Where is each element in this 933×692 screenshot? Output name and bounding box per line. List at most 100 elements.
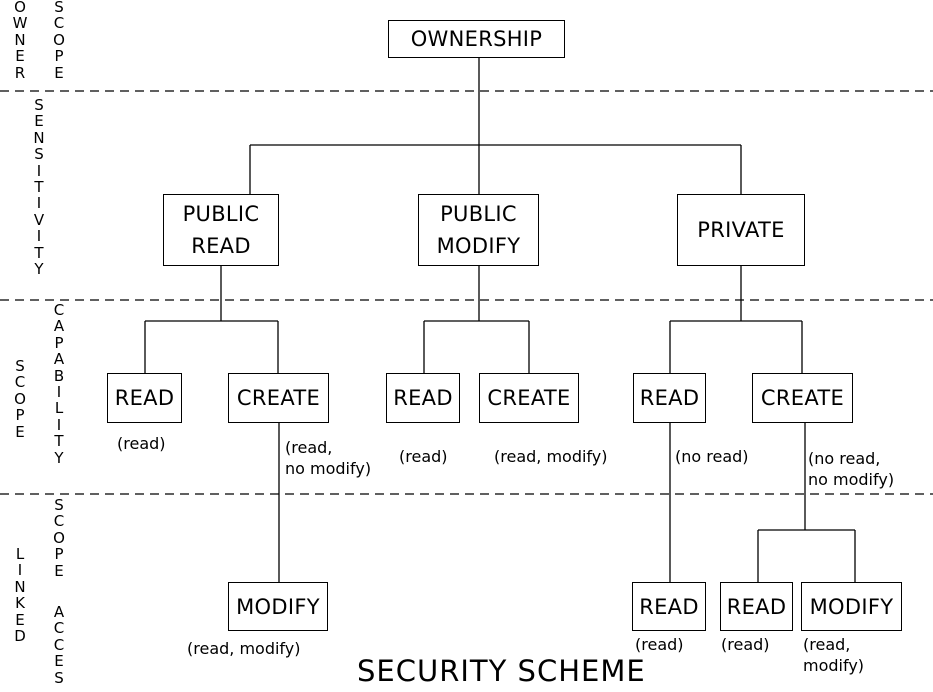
side-label-letter: E (54, 652, 64, 671)
node-label: CREATE (487, 386, 571, 410)
side-label-letter: O (14, 0, 26, 16)
annotation: (read) (399, 447, 448, 466)
side-label-letter: C (53, 14, 65, 33)
side-label-letter: E (34, 112, 44, 131)
side-label-letter: Y (54, 448, 64, 467)
side-label-letter: A (53, 603, 65, 621)
node-linked-create-read: READ (720, 582, 793, 631)
node-private-read: READ (633, 373, 706, 423)
side-label-letter: C (53, 301, 65, 319)
side-label-letter: K (15, 594, 25, 613)
side-label-letter: A (53, 317, 65, 336)
side-label-letter: E (15, 610, 25, 629)
node-public-modify-create: CREATE (479, 373, 579, 423)
node-label: CREATE (236, 386, 321, 410)
side-label-letter: S (54, 496, 64, 514)
side-label-letter: O (14, 389, 26, 408)
side-label-letter: T (34, 243, 44, 262)
side-label-letter: E (54, 63, 64, 82)
annotation-line: (read, (285, 438, 333, 457)
node-label: READ (114, 386, 175, 410)
annotation: (read, modify) (803, 634, 864, 676)
node-linked-read: READ (632, 582, 706, 631)
side-label-letter: L (15, 545, 25, 563)
side-label-letter: V (33, 210, 45, 229)
side-label-letter: S (54, 0, 64, 16)
node-label: MODIFY (809, 594, 894, 619)
node-private-create: CREATE (752, 373, 853, 423)
side-label-letter: E (54, 561, 64, 580)
node-private: PRIVATE (677, 194, 805, 266)
side-label-letter: E (15, 422, 25, 441)
annotation: (no read, no modify) (808, 448, 894, 490)
node-label: READ (639, 386, 700, 410)
side-label-letter: S (15, 357, 25, 375)
annotation-line: no modify) (285, 459, 372, 478)
annotation: (read, modify) (494, 447, 608, 466)
side-label-letter: O (53, 30, 65, 49)
side-label-letter: O (53, 528, 65, 547)
side-label-letter: C (53, 619, 65, 638)
side-label-letter: P (54, 47, 64, 66)
node-label: PUBLIC (440, 202, 517, 226)
side-label-letter: E (15, 47, 25, 66)
side-label-letter: C (53, 635, 65, 654)
side-label-letter: P (15, 406, 25, 425)
side-label-letter: I (56, 415, 62, 434)
node-label: READ (191, 234, 251, 258)
side-label-letter: W (12, 14, 28, 33)
node-linked-create-modify: MODIFY (801, 582, 902, 631)
side-label-letter: I (36, 227, 42, 246)
side-label-letter: S (54, 668, 64, 687)
side-label-letter: A (53, 350, 65, 369)
node-public-read-read: READ (107, 373, 182, 423)
node-label: MODIFY (236, 594, 320, 619)
side-label-letter: I (56, 382, 62, 401)
node-linked-modify: MODIFY (228, 582, 328, 631)
side-label-letter: I (36, 194, 42, 213)
side-label-letter: S (34, 145, 44, 164)
side-label-letter: C (14, 373, 26, 392)
node-public-modify: PUBLIC MODIFY (418, 194, 539, 266)
side-label-letter: L (54, 399, 64, 418)
annotation-line: modify) (803, 656, 865, 675)
node-public-modify-read: READ (386, 373, 460, 423)
side-label-letter: N (33, 128, 45, 147)
side-label-letter: I (17, 561, 23, 580)
node-label: PUBLIC (182, 202, 260, 226)
diagram-title: SECURITY SCHEME (357, 654, 646, 688)
node-label: READ (393, 386, 453, 410)
node-ownership: OWNERSHIP (388, 20, 565, 58)
side-label-letter: R (14, 63, 26, 82)
annotation-line: (read, (803, 635, 851, 654)
side-label-letter: S (34, 96, 44, 114)
annotation: (read) (117, 434, 166, 453)
annotation-line: no modify) (808, 470, 895, 489)
annotation: (no read) (675, 447, 749, 466)
side-label-letter: T (54, 432, 64, 451)
node-label: MODIFY (436, 234, 521, 258)
side-label-letter: P (54, 333, 64, 352)
annotation: (read, no modify) (285, 437, 371, 479)
side-label-letter: I (36, 161, 42, 180)
side-label-letter: C (53, 512, 65, 531)
annotation: (read) (635, 635, 684, 654)
side-label-letter: N (14, 577, 26, 596)
side-label-letter: N (14, 30, 26, 49)
annotation: (read) (721, 635, 770, 654)
node-label: READ (726, 594, 787, 619)
node-label: PRIVATE (697, 218, 785, 242)
side-label-letter: Y (34, 259, 44, 278)
side-label-letter: B (53, 366, 65, 385)
annotation-line: (no read, (808, 449, 881, 468)
node-public-read-create: CREATE (228, 373, 329, 423)
node-label: READ (639, 594, 699, 619)
